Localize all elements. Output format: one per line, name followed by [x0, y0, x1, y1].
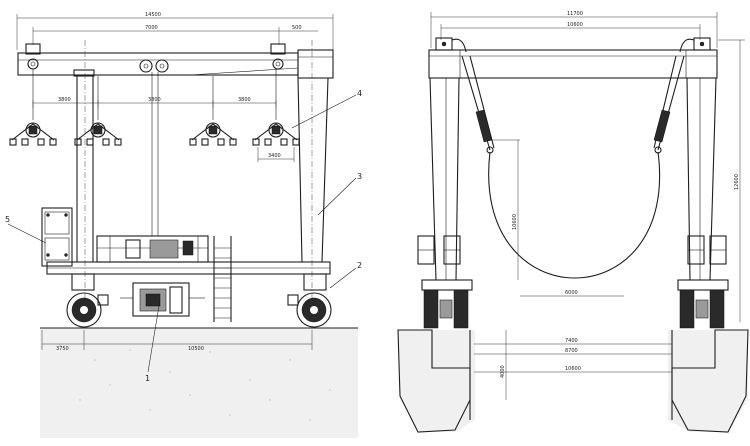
dim-8700: 8700: [565, 348, 578, 354]
right-top-beam: [428, 49, 718, 79]
left-side-panel: [41, 207, 73, 267]
callout-3: 3: [357, 172, 362, 181]
left-ground: [40, 328, 358, 438]
right-view: 11700 10600 12600: [397, 11, 749, 433]
dim-3800-b: 3800: [148, 97, 161, 103]
left-girder-plate: [73, 69, 95, 77]
left-control-cabin: [96, 235, 209, 263]
left-spreader-3: [189, 122, 237, 146]
dim-10600-sling: 10600: [512, 214, 518, 230]
callout-2: 2: [357, 261, 362, 270]
dim-4000: 4000: [500, 365, 506, 378]
dim-3800-c: 3800: [238, 97, 251, 103]
left-spreader-4: [252, 122, 300, 146]
right-bogie-left: [421, 279, 473, 329]
right-bogie-right: [677, 279, 729, 329]
right-sling: [488, 151, 661, 279]
left-leg-left: [76, 76, 94, 262]
dim-3750: 3750: [56, 346, 69, 352]
right-leg-right: [686, 77, 717, 281]
left-view: 14500 7000 500: [5, 12, 362, 438]
left-spreader-2: [74, 122, 122, 146]
dim-10600-bottom: 10600: [565, 366, 581, 372]
left-spreader-1: [9, 122, 57, 146]
left-wheel-right: [287, 273, 332, 328]
left-trolley-left: [25, 43, 41, 70]
right-counterweight-left: [417, 235, 461, 265]
left-hoist-ropes: [32, 69, 277, 236]
left-engine-unit: [120, 282, 205, 317]
dim-11700: 11700: [567, 11, 583, 17]
dim-7000: 7000: [145, 25, 158, 31]
dim-3400: 3400: [268, 153, 281, 159]
right-winch-left: [435, 37, 467, 53]
dim-500: 500: [292, 25, 302, 31]
dim-3800-a: 3800: [58, 97, 71, 103]
left-girder-end-block: [297, 49, 334, 79]
right-arm-right: [653, 55, 685, 154]
left-wheel-left: [66, 273, 109, 328]
left-ground-dots: [59, 344, 331, 421]
callout-1: 1: [145, 374, 150, 383]
right-dock: [397, 329, 749, 433]
left-ladder: [213, 236, 232, 322]
callout-5: 5: [5, 215, 10, 224]
left-center-winch: [139, 59, 169, 73]
right-arm-left: [461, 55, 495, 154]
callout-4: 4: [357, 89, 362, 98]
right-winch-right: [679, 37, 711, 53]
left-leg-right: [297, 77, 329, 263]
dim-12600: 12600: [734, 174, 740, 190]
dim-14500: 14500: [145, 12, 161, 18]
right-leg-left: [429, 77, 460, 281]
dim-7400: 7400: [565, 338, 578, 344]
dim-10500: 10500: [188, 346, 204, 352]
dim-6000: 6000: [565, 290, 578, 296]
right-counterweight-right: [687, 235, 727, 265]
dim-10600-top: 10600: [567, 22, 583, 28]
left-top-girder: [17, 52, 299, 76]
left-trolley-right: [270, 43, 286, 70]
